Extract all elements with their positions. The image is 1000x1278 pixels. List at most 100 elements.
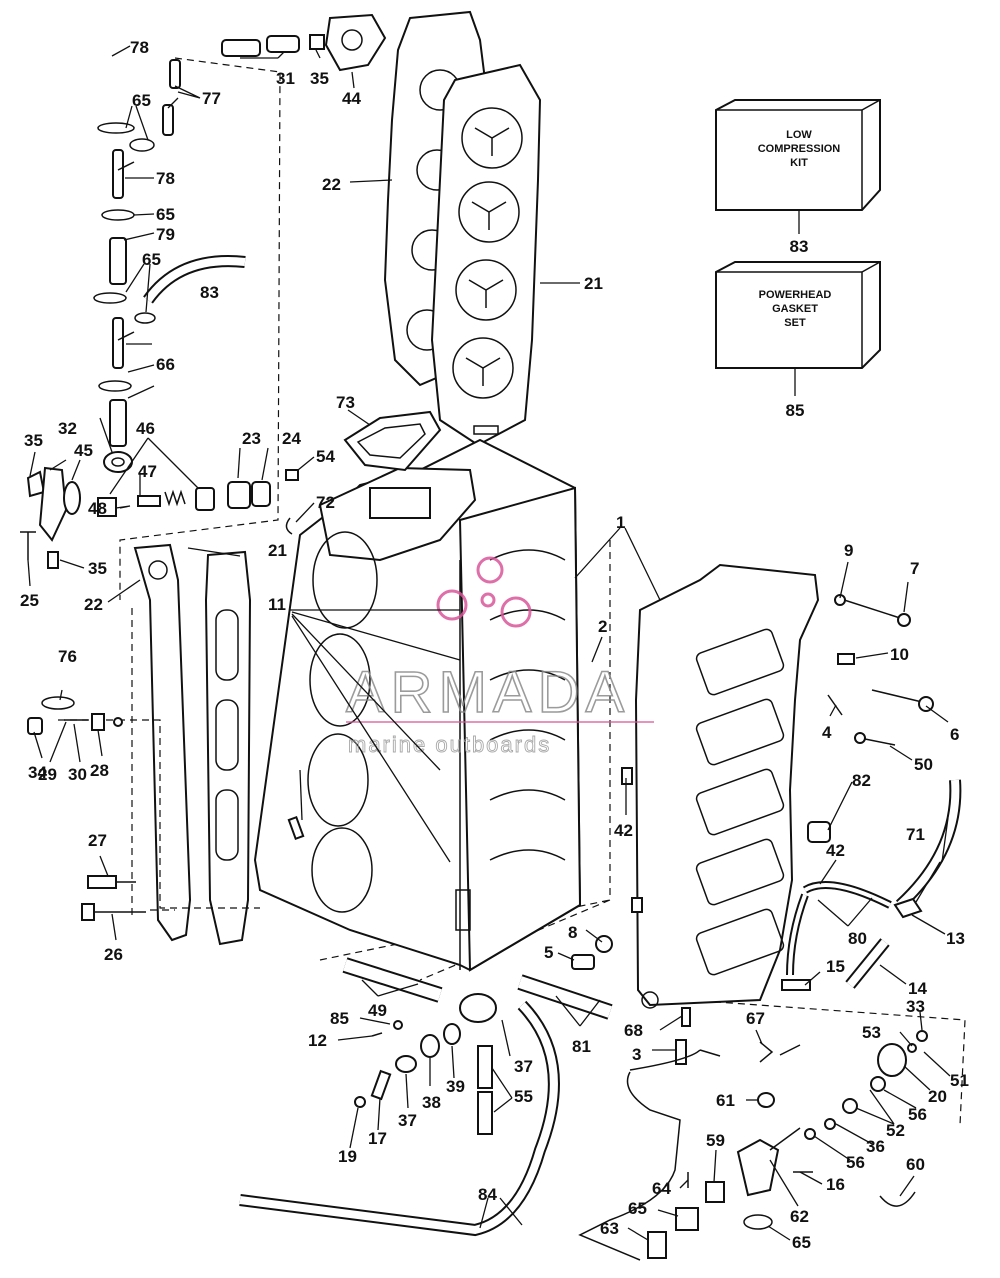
watermark-logo-icon — [436, 556, 532, 628]
callout-55: 55 — [514, 1087, 533, 1106]
callout-9: 9 — [844, 541, 853, 560]
callout-5: 5 — [544, 943, 553, 962]
callout-3: 3 — [632, 1045, 641, 1064]
callout-66: 67 — [746, 1009, 765, 1028]
callout-26: 26 — [104, 945, 123, 964]
callout-65a: 65 — [132, 91, 151, 110]
callout-1: 1 — [616, 513, 625, 532]
left-small-parts — [27, 517, 305, 921]
callout-8: 8 — [568, 923, 577, 942]
callout-57: 59 — [706, 1131, 725, 1150]
callout-59: 61 — [716, 1091, 735, 1110]
callout-65b: 65 — [156, 205, 175, 224]
callout-19: 19 — [338, 1147, 357, 1166]
callout-53: 53 — [862, 1023, 881, 1042]
callout-33: 33 — [906, 997, 925, 1016]
callout-56a: 56 — [908, 1105, 927, 1124]
watermark-tagline: marine outboards — [348, 732, 551, 757]
callout-30: 30 — [68, 765, 87, 784]
callout-27: 27 — [88, 831, 107, 850]
callout-35b: 35 — [310, 69, 329, 88]
callout-83: 83 — [790, 237, 809, 256]
low-compression-kit-box: LOW COMPRESSION KIT 83 — [715, 99, 881, 256]
callout-76b: 81 — [572, 1037, 591, 1056]
watermark-brand: ARMADA — [346, 660, 630, 725]
thermostat-cover — [221, 13, 387, 72]
callout-64: 65 — [792, 1233, 811, 1252]
callout-32: 32 — [58, 419, 77, 438]
callout-36: 36 — [866, 1137, 885, 1156]
callout-48: 48 — [88, 499, 107, 518]
callout-69: 72 — [316, 493, 335, 512]
callout-31: 31 — [276, 69, 295, 88]
callout-77: 82 — [852, 771, 871, 790]
callout-65d: 66 — [156, 355, 175, 374]
exhaust-cover-left — [133, 543, 192, 942]
callout-16: 16 — [826, 1175, 845, 1194]
callout-34: 34 — [28, 763, 47, 782]
callout-35a: 35 — [24, 431, 43, 450]
callout-73: 78 — [130, 38, 149, 57]
callout-11: 11 — [268, 595, 286, 614]
callout-labels: 78 77 65 78 65 79 65 83 66 46 35 32 45 4… — [20, 38, 969, 1252]
callout-7: 7 — [910, 559, 919, 578]
thermostat-parts — [20, 466, 299, 569]
callout-22b: 22 — [84, 595, 103, 614]
callout-37b: 37 — [398, 1111, 417, 1130]
callout-39: 39 — [446, 1077, 465, 1096]
callout-52: 52 — [886, 1121, 905, 1140]
callout-75: 79 — [156, 225, 175, 244]
callout-60: 62 — [790, 1207, 809, 1226]
callout-56b: 56 — [846, 1153, 865, 1172]
exhaust-gasket-70 — [343, 410, 442, 472]
callout-62: 64 — [652, 1179, 671, 1198]
side-gasket-left — [204, 550, 252, 946]
callout-25: 25 — [20, 591, 39, 610]
callout-14: 14 — [908, 979, 927, 998]
callout-85: 85 — [786, 401, 805, 420]
callout-58: 60 — [906, 1155, 925, 1174]
leader-lines — [27, 45, 951, 1241]
hose-assembly-left — [54, 38, 246, 473]
callout-45: 45 — [74, 441, 93, 460]
callout-51: 51 — [950, 1071, 969, 1090]
callout-21a: 21 — [584, 274, 603, 293]
callout-78b: 84 — [478, 1185, 497, 1204]
callout-68: 71 — [906, 825, 925, 844]
low-kit-line-1: LOW — [786, 129, 812, 141]
callout-21b: 21 — [268, 541, 287, 560]
callout-17: 17 — [368, 1129, 387, 1148]
callout-67: 68 — [624, 1021, 643, 1040]
callout-10: 10 — [890, 645, 909, 664]
callout-76a: 80 — [848, 929, 867, 948]
callout-13: 13 — [946, 929, 965, 948]
callout-28: 28 — [90, 761, 109, 780]
callout-38: 38 — [422, 1093, 441, 1112]
callout-61: 63 — [600, 1219, 619, 1238]
callout-29: 29 — [38, 765, 57, 784]
callout-23: 23 — [242, 429, 261, 448]
bolts-right — [621, 594, 962, 991]
callout-79: 85 — [330, 1009, 349, 1028]
callout-50: 50 — [914, 755, 933, 774]
head-gasket-top — [430, 63, 542, 447]
callout-47: 47 — [138, 462, 157, 481]
callout-44: 44 — [342, 89, 361, 108]
callout-12: 12 — [308, 1031, 327, 1050]
low-kit-line-3: KIT — [790, 157, 808, 169]
callout-35c: 35 — [88, 559, 107, 578]
callout-78a: 83 — [200, 283, 219, 302]
gasket-set-line-2: GASKET — [772, 303, 818, 315]
callout-63: 65 — [628, 1199, 647, 1218]
armada-watermark: ARMADA marine outboards — [345, 556, 654, 757]
callout-4: 4 — [822, 723, 832, 742]
callout-2: 2 — [598, 617, 607, 636]
callout-72: 77 — [202, 89, 221, 108]
callout-6: 6 — [950, 725, 959, 744]
callout-49: 49 — [368, 1001, 387, 1020]
gasket-set-line-3: SET — [784, 317, 806, 329]
callout-46: 46 — [136, 419, 155, 438]
callout-37a: 37 — [514, 1057, 533, 1076]
powerhead-gasket-set-box: POWERHEAD GASKET SET 85 — [715, 261, 881, 420]
